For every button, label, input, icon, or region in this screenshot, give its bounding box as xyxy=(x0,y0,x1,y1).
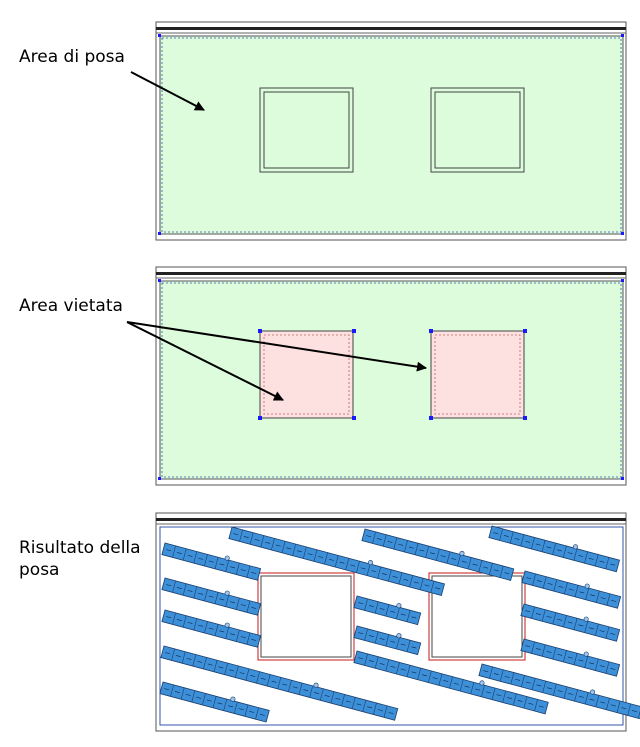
solar-panel-strip xyxy=(520,603,621,642)
solar-panel-strip xyxy=(160,645,399,721)
solar-panel-strip xyxy=(478,663,640,722)
roof-frame-2 xyxy=(155,266,627,486)
solar-panels-group xyxy=(159,525,640,723)
roof-frame-3 xyxy=(155,512,627,732)
solar-panel-strip xyxy=(488,525,620,573)
label-area-di-posa: Area di posa xyxy=(19,47,125,67)
arrow-area-di-posa xyxy=(130,71,205,111)
solar-panel-strip xyxy=(521,570,622,609)
label-area-vietata: Area vietata xyxy=(19,296,123,316)
label-risultato-della-posa: Risultato della posa xyxy=(19,538,141,580)
arrow-area-vietata-left xyxy=(126,321,284,401)
arrow-area-vietata-right xyxy=(126,321,427,372)
area-vietata-right xyxy=(430,330,525,419)
solar-panel-strip xyxy=(159,681,270,723)
solar-panel-strip xyxy=(161,542,262,581)
solar-panel-strip xyxy=(353,595,422,626)
solar-panel-strip xyxy=(353,625,422,656)
area-di-posa-region xyxy=(159,35,624,235)
solar-panel-strip xyxy=(161,609,262,648)
solar-panel-strip xyxy=(353,650,549,715)
solar-panel-strip xyxy=(161,577,262,616)
solar-panel-strip xyxy=(361,528,515,581)
solar-panel-strip xyxy=(228,526,445,597)
roof-frame-1 xyxy=(155,21,627,241)
solar-panel-strip xyxy=(520,638,621,677)
